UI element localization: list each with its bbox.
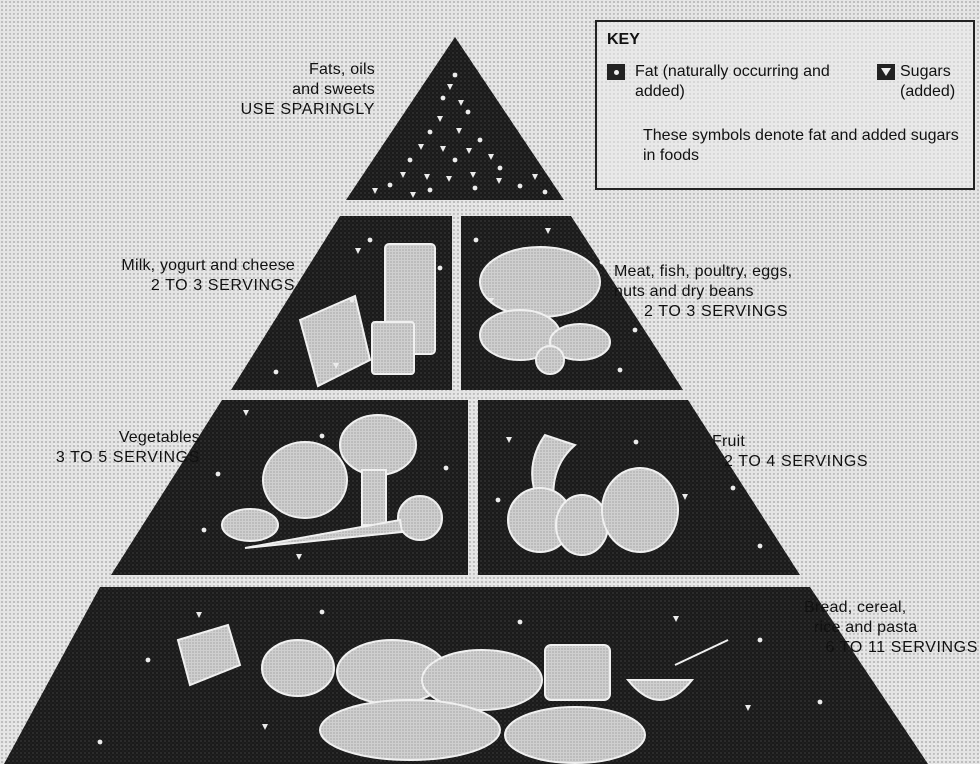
bread-tier-name-line1: Bread, cereal, [790, 598, 978, 618]
key-title: KEY [607, 30, 640, 50]
bread-tier-servings: 6 TO 11 SERVINGS [790, 638, 978, 658]
fats-tier-servings: USE SPARINGLY [200, 100, 375, 120]
fats-tier-name-line2: and sweets [200, 80, 375, 100]
meat-tier-name-line2: nuts and dry beans [614, 282, 844, 302]
vegetables-tier-servings: 3 TO 5 SERVINGS [20, 448, 200, 468]
bread-tier-name-line2: rice and pasta [790, 618, 978, 638]
fruit-tier-name: Fruit [712, 432, 912, 452]
meat-tier-servings: 2 TO 3 SERVINGS [614, 302, 844, 322]
key-note: These symbols denote fat and added sugar… [643, 126, 963, 166]
tier-fats-oils-sweets [346, 37, 564, 200]
fruit-tier-servings: 2 TO 4 SERVINGS [712, 452, 912, 472]
fat-dot-icon [607, 64, 625, 80]
key-legend: KEY Fat (naturally occurring and added) … [595, 20, 975, 190]
milk-tier-name: Milk, yogurt and cheese [40, 256, 295, 276]
vegetables-tier-name: Vegetables [20, 428, 200, 448]
meat-tier-name-line1: Meat, fish, poultry, eggs, [614, 262, 844, 282]
milk-tier-servings: 2 TO 3 SERVINGS [40, 276, 295, 296]
fats-tier-name-line1: Fats, oils [200, 60, 375, 80]
sugar-triangle-icon [877, 64, 895, 80]
fat-legend-label: Fat (naturally occurring and added) [635, 62, 875, 102]
sugar-legend-label: Sugars (added) [900, 62, 974, 102]
